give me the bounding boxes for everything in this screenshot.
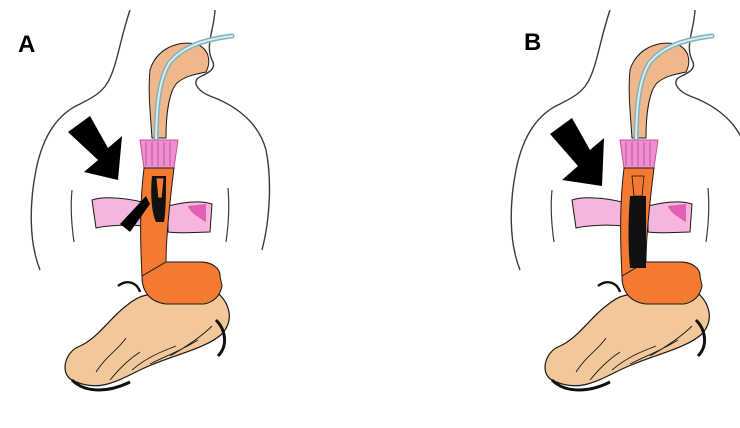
panel-label-a: A <box>18 31 35 58</box>
lumen-fill-full <box>629 196 647 268</box>
scope-tip <box>632 176 644 196</box>
arrow-icon <box>68 116 122 180</box>
panel-a: A <box>18 10 269 390</box>
panel-b: B <box>511 10 740 390</box>
panel-label-b: B <box>524 29 541 56</box>
arrow-icon <box>550 118 604 186</box>
